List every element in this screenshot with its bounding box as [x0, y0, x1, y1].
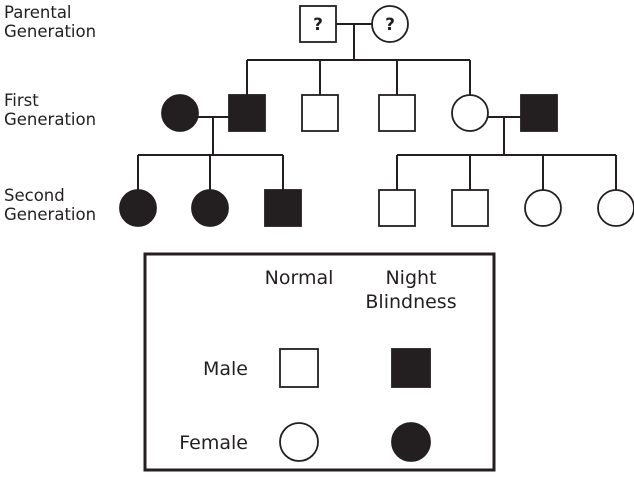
legend-swatch-male-night-blindness — [391, 348, 431, 388]
individual-F2-3-male-affected — [264, 189, 302, 227]
individual-F2-4-male-unaffected — [378, 189, 416, 227]
generation-label-line1: First — [4, 91, 39, 110]
legend-swatch-male-normal — [279, 348, 319, 388]
individual-F2-1-female-affected — [119, 189, 157, 227]
generation-label-line1: Second — [4, 186, 65, 205]
unknown-genotype-marker-P-1: ? — [313, 15, 323, 35]
pedigree-individuals-group: ?? — [119, 5, 634, 227]
pedigree-connector-lines — [137, 23, 617, 190]
legend-column-header-line: Night — [385, 267, 436, 289]
generation-label-line1: Parental — [4, 3, 72, 22]
individual-F2-5-male-unaffected — [451, 189, 489, 227]
individual-P-1-male-unaffected — [299, 5, 337, 43]
individual-F1-5-female-unaffected — [451, 94, 489, 132]
individual-F1-1-female-affected — [161, 94, 199, 132]
legend-column-header-line: Blindness — [365, 291, 456, 313]
generation-label-line2: Generation — [4, 205, 96, 224]
unknown-genotype-marker-P-2: ? — [385, 15, 395, 35]
individual-F2-7-female-unaffected — [597, 189, 634, 227]
generation-label-line2: Generation — [4, 22, 96, 41]
individual-P-2-female-unaffected — [371, 5, 409, 43]
individual-F2-6-female-unaffected — [524, 189, 562, 227]
individual-F1-2-male-affected — [228, 94, 266, 132]
legend-swatch-female-normal — [279, 422, 319, 462]
legend-column-header-line: Normal — [265, 267, 334, 289]
individual-F1-4-male-unaffected — [378, 94, 416, 132]
legend-row-label-male: Male — [203, 358, 248, 380]
legend-box — [143, 252, 496, 472]
generation-label-line2: Generation — [4, 110, 96, 129]
legend-swatch-female-night-blindness — [391, 422, 431, 462]
individual-F1-3-male-unaffected — [301, 94, 339, 132]
individual-F1-6-male-affected — [520, 94, 558, 132]
individual-F2-2-female-affected — [191, 189, 229, 227]
legend-column-header-normal: Normal — [265, 267, 334, 289]
legend-row-label-female: Female — [179, 432, 248, 454]
